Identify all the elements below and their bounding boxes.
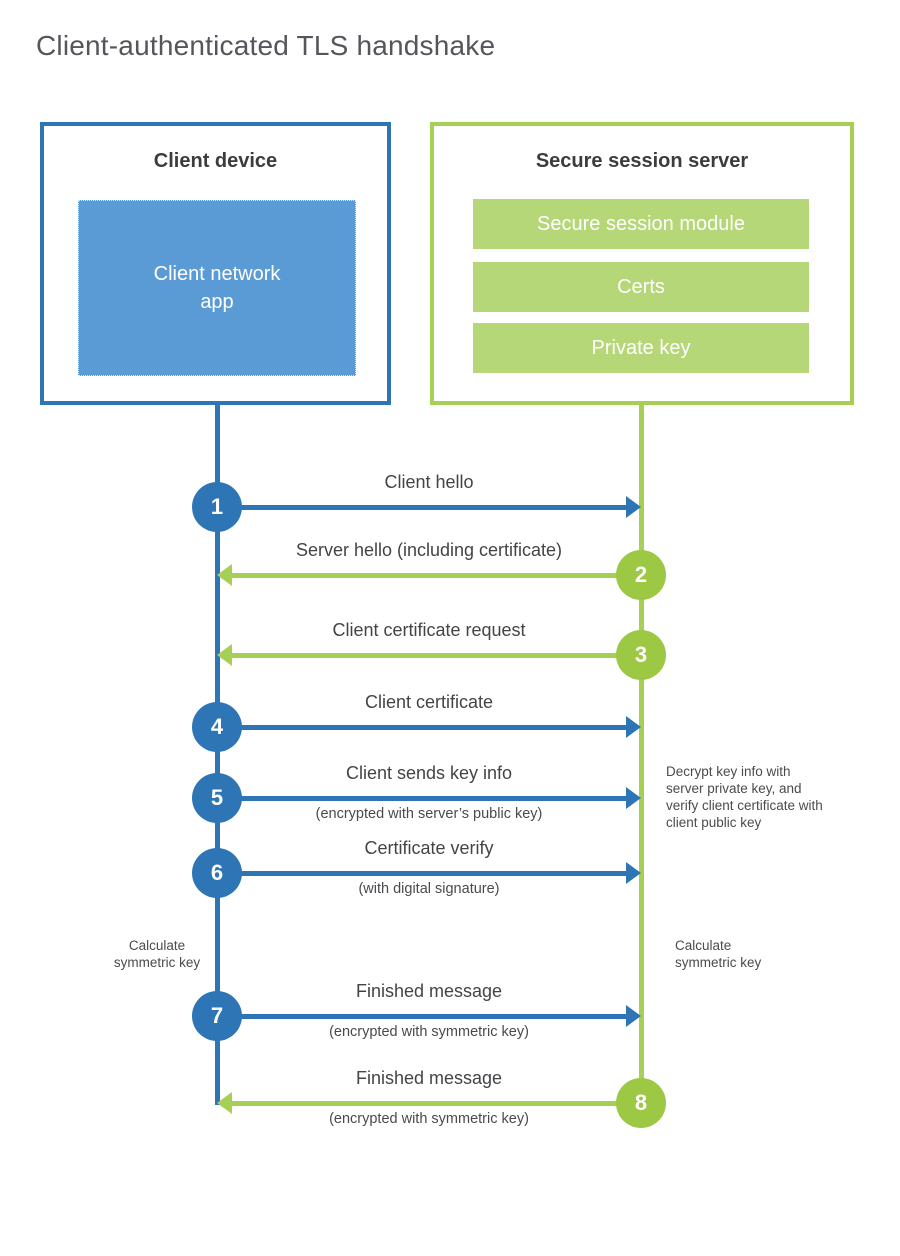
- server-module-certs: Certs: [473, 262, 809, 312]
- client-device-box: Client device Client network app: [40, 122, 391, 405]
- step-4-client-certificate: Client certificate 4: [0, 692, 900, 752]
- step-5-client-sends-key-info: Client sends key info 5 (encrypted with …: [0, 763, 900, 823]
- step-8-label: Finished message: [355, 1068, 503, 1088]
- step-8-finished-message: Finished message 8 (encrypted with symme…: [0, 1068, 900, 1128]
- server-module-label: Secure session module: [537, 212, 745, 235]
- step-7-arrowhead-icon: [626, 1005, 641, 1027]
- step-5-sublabel: (encrypted with server’s public key): [315, 806, 543, 822]
- step-8-arrowhead-icon: [217, 1092, 232, 1114]
- step-4-label: Client certificate: [364, 692, 494, 712]
- client-device-title: Client device: [153, 150, 278, 172]
- server-decrypt-note: Decrypt key info with server private key…: [666, 764, 823, 830]
- step-6-sublabel: (with digital signature): [358, 881, 500, 897]
- step-2-label: Server hello (including certificate): [295, 540, 563, 560]
- step-6-badge: 6: [192, 848, 242, 898]
- secure-session-server-box: Secure session server Secure session mod…: [430, 122, 854, 405]
- step-8-badge: 8: [616, 1078, 666, 1128]
- server-title: Secure session server: [535, 150, 749, 172]
- step-6-arrow: [240, 871, 628, 876]
- client-calculate-symmetric-key-note: Calculate symmetric key: [113, 938, 201, 970]
- step-3-arrow: [232, 653, 617, 658]
- step-7-label: Finished message: [355, 981, 503, 1001]
- step-6-label: Certificate verify: [364, 838, 494, 858]
- step-7-sublabel: (encrypted with symmetric key): [329, 1024, 529, 1040]
- step-1-client-hello: Client hello 1: [0, 472, 900, 532]
- step-5-arrowhead-icon: [626, 787, 641, 809]
- step-8-arrow: [232, 1101, 617, 1106]
- step-2-server-hello: Server hello (including certificate) 2: [0, 540, 900, 600]
- step-2-arrowhead-icon: [217, 564, 232, 586]
- server-module-secure-session: Secure session module: [473, 199, 809, 249]
- step-5-badge: 5: [192, 773, 242, 823]
- step-3-badge: 3: [616, 630, 666, 680]
- step-1-label: Client hello: [384, 472, 474, 492]
- step-4-badge: 4: [192, 702, 242, 752]
- step-6-certificate-verify: Certificate verify 6 (with digital signa…: [0, 838, 900, 898]
- step-7-badge: 7: [192, 991, 242, 1041]
- server-module-label: Private key: [591, 336, 691, 359]
- server-lifeline: [639, 404, 644, 1120]
- step-8-sublabel: (encrypted with symmetric key): [329, 1111, 529, 1127]
- step-5-label: Client sends key info: [345, 763, 513, 783]
- step-5-arrow: [240, 796, 628, 801]
- step-3-label: Client certificate request: [332, 620, 526, 640]
- step-3-arrowhead-icon: [217, 644, 232, 666]
- server-module-private-key: Private key: [473, 323, 809, 373]
- step-7-finished-message: Finished message 7 (encrypted with symme…: [0, 981, 900, 1041]
- step-6-arrowhead-icon: [626, 862, 641, 884]
- step-2-arrow: [232, 573, 617, 578]
- page-title: Client-authenticated TLS handshake: [36, 30, 496, 61]
- step-2-badge: 2: [616, 550, 666, 600]
- client-network-app-label: Client network app: [153, 263, 281, 313]
- step-1-badge: 1: [192, 482, 242, 532]
- server-calculate-symmetric-key-note: Calculate symmetric key: [675, 938, 762, 970]
- step-1-arrowhead-icon: [626, 496, 641, 518]
- server-module-label: Certs: [617, 275, 665, 298]
- step-3-client-certificate-request: Client certificate request 3: [0, 620, 900, 680]
- step-1-arrow: [240, 505, 628, 510]
- client-network-app-box: Client network app: [78, 200, 356, 376]
- step-4-arrowhead-icon: [626, 716, 641, 738]
- client-lifeline: [215, 404, 220, 1105]
- step-4-arrow: [240, 725, 628, 730]
- step-7-arrow: [240, 1014, 628, 1019]
